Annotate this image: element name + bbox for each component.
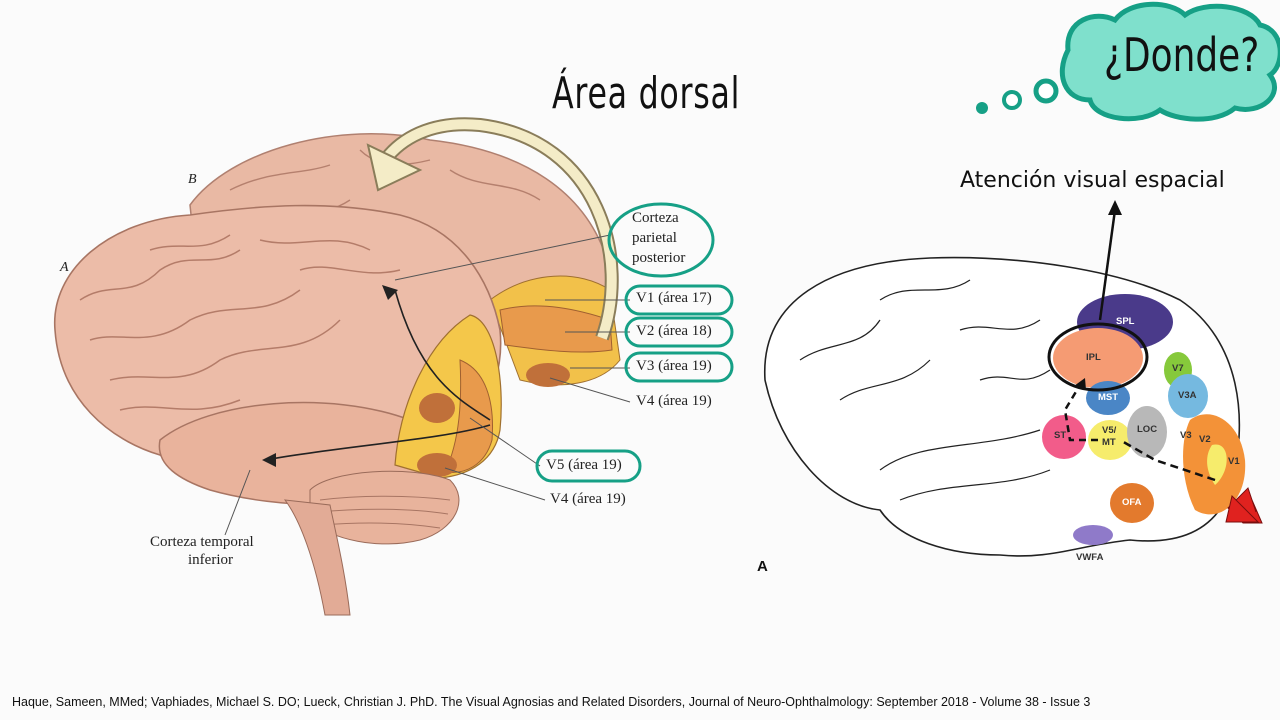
label-v7: V7 (1172, 363, 1184, 374)
label-v1-right: V1 (1228, 456, 1240, 467)
label-mst: MST (1098, 392, 1119, 403)
area-loc (1127, 406, 1167, 458)
thought-bubble (1059, 1, 1280, 122)
brainstem (283, 499, 351, 616)
right-brain-outline (764, 256, 1241, 557)
right-panel-label: A (757, 558, 768, 575)
area-st (1042, 415, 1086, 459)
highlight-v3 (624, 351, 734, 383)
label-temporal-2: inferior (188, 552, 233, 568)
label-v4-bottom: V4 (área 19) (550, 491, 626, 507)
area-v3a (1168, 374, 1208, 418)
label-v3: V3 (área 19) (636, 358, 712, 374)
dorsal-arrowhead (366, 143, 423, 192)
highlight-v1 (624, 284, 734, 316)
area-ipl-fill (1053, 328, 1143, 388)
panel-a-label: A (60, 260, 69, 275)
area-ofa (1110, 483, 1154, 523)
label-ofa: OFA (1122, 497, 1142, 508)
area-vwfa (1073, 525, 1113, 545)
citation: Haque, Sameen, MMed; Vaphiades, Michael … (12, 695, 1091, 709)
area-v1 (1207, 444, 1227, 485)
highlight-v2 (624, 316, 734, 348)
label-parietal-1: Corteza (632, 210, 679, 226)
label-parietal-3: posterior (632, 250, 686, 266)
bubble-text: ¿Donde? (1104, 28, 1260, 82)
label-spl: SPL (1116, 316, 1135, 327)
label-v5b: MT (1102, 437, 1116, 448)
ipl-highlight-ring (1047, 322, 1149, 392)
label-parietal-2: parietal (632, 230, 677, 246)
panel-b-label: B (188, 172, 197, 187)
slide-title: Área dorsal (552, 68, 741, 119)
label-v5a: V5/ (1102, 425, 1117, 436)
attention-label: Atención visual espacial (960, 168, 1225, 193)
bubble-dot-3 (1033, 78, 1059, 104)
label-v3: V3 (1180, 430, 1192, 441)
label-v2: V2 (área 18) (636, 323, 712, 339)
label-loc: LOC (1137, 424, 1158, 435)
highlight-parietal (607, 202, 715, 278)
label-vwfa: VWFA (1076, 552, 1104, 563)
area-v5mt (1088, 420, 1132, 460)
label-v1: V1 (área 17) (636, 290, 712, 306)
label-v2: V2 (1199, 434, 1211, 445)
attention-arrowhead (1108, 200, 1122, 215)
label-st: ST (1054, 430, 1067, 441)
bubble-dot-2 (1002, 90, 1022, 110)
highlight-v5 (535, 449, 642, 483)
label-ipl: IPL (1086, 352, 1101, 363)
bubble-dot-1 (976, 102, 988, 114)
label-v5: V5 (área 19) (546, 457, 622, 473)
label-v4-top: V4 (área 19) (636, 393, 712, 409)
label-v3a: V3A (1178, 390, 1197, 401)
label-temporal-1: Corteza temporal (150, 534, 254, 550)
